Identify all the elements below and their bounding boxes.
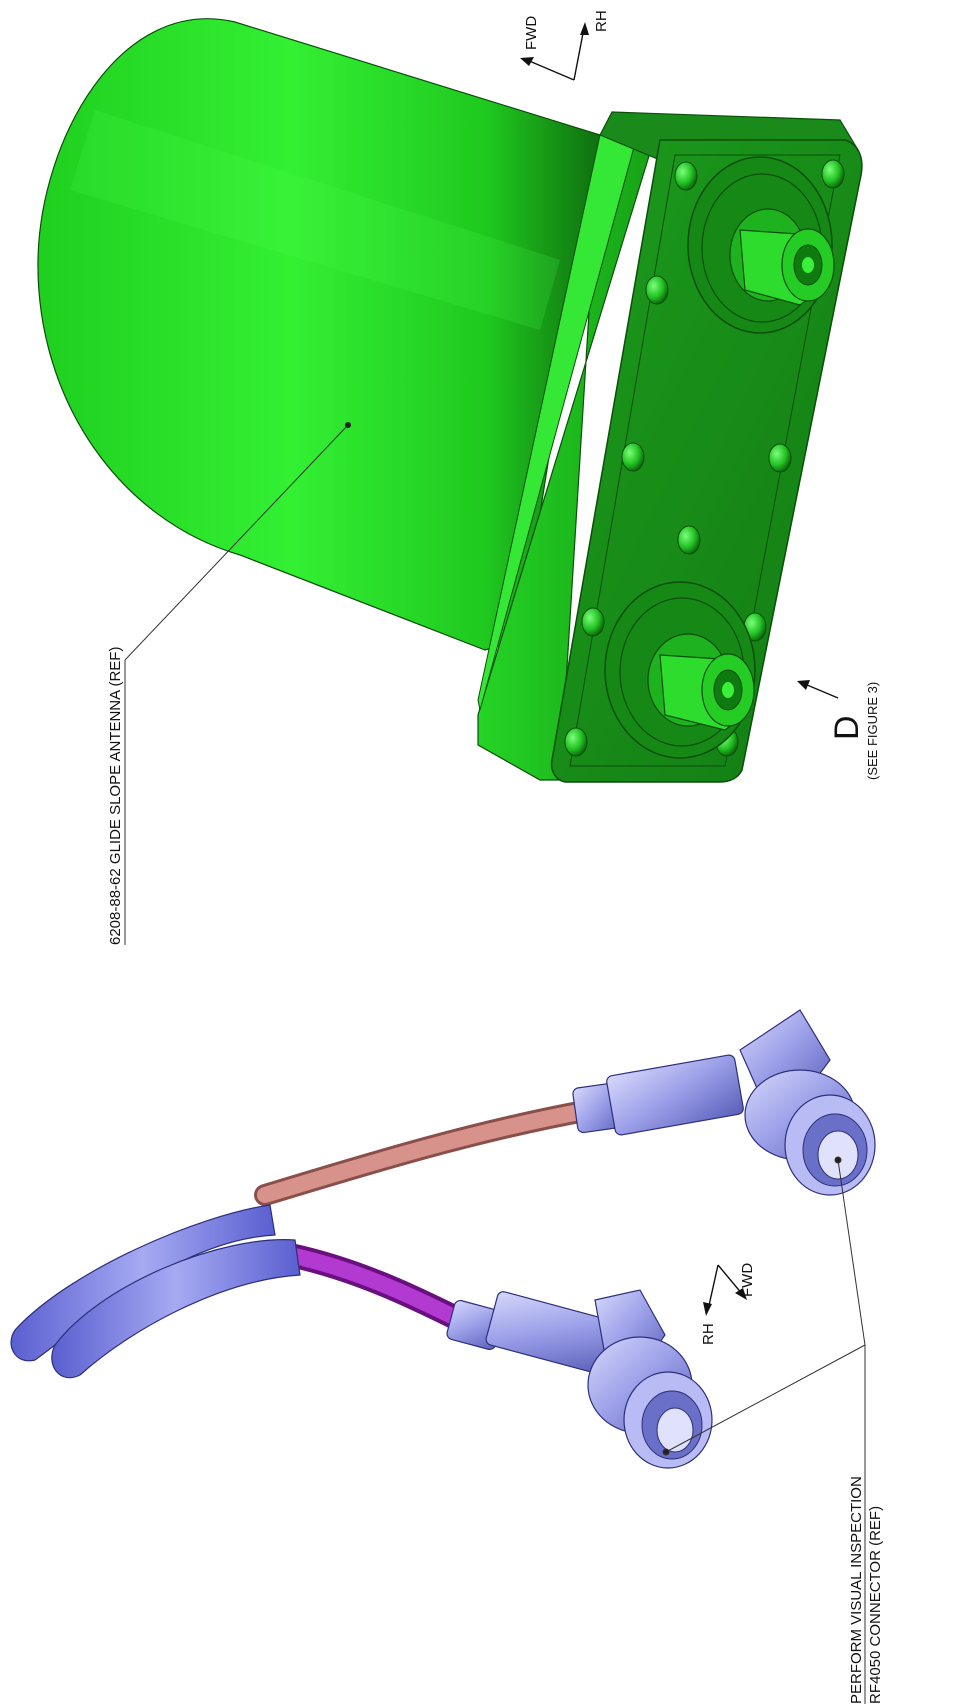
orientation-top-fwd: FWD <box>523 16 540 50</box>
antenna-dome <box>37 18 601 651</box>
sleeve-lower <box>51 1239 301 1379</box>
mounting-holes <box>564 159 845 757</box>
cable-assembly <box>10 1009 876 1704</box>
antenna-connector-lower <box>604 581 756 759</box>
antenna-connector-upper <box>687 156 835 334</box>
connector-red-cable <box>572 1009 876 1196</box>
view-d-indicator: D (SEE FIGURE 3) <box>797 680 880 780</box>
connector-purple-cable <box>446 1289 713 1469</box>
orientation-arrows-mid: FWD RH <box>700 1263 756 1345</box>
orientation-mid-fwd: FWD <box>739 1263 756 1297</box>
inspection-leader-lines <box>662 1156 866 1704</box>
antenna-callout-label: 6208-88-62 GLIDE SLOPE ANTENNA (REF) <box>107 647 124 945</box>
orientation-arrows-top: FWD RH <box>520 10 610 81</box>
orientation-mid-rh: RH <box>700 1323 717 1345</box>
inspection-callout-line1: PERFORM VISUAL INSPECTION <box>848 1476 865 1704</box>
view-letter: D <box>828 715 866 740</box>
antenna-leader-line <box>124 424 349 661</box>
view-reference: (SEE FIGURE 3) <box>865 682 880 780</box>
orientation-top-rh: RH <box>593 10 610 32</box>
glide-slope-antenna <box>37 18 863 945</box>
inspection-callout-line2: RF4050 CONNECTOR (REF) <box>867 1506 884 1704</box>
